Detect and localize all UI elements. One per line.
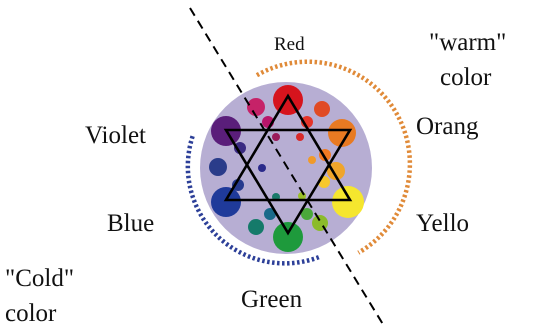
label-red: Red [274, 35, 305, 54]
label-violet: Violet [85, 123, 146, 148]
color-dot [273, 222, 303, 252]
color-dot [272, 133, 280, 141]
color-dot [332, 186, 364, 218]
label-yellow: Yello [416, 211, 469, 236]
warm-color-label-line2: color [440, 65, 491, 90]
color-dot [296, 133, 304, 141]
color-dot [211, 187, 241, 217]
color-dot [314, 101, 330, 117]
cold-color-label-line2: color [5, 301, 56, 326]
color-dot [248, 219, 264, 235]
color-dot [247, 98, 265, 116]
label-blue: Blue [107, 211, 154, 236]
color-dot [308, 156, 316, 164]
warm-color-label-line1: "warm" [429, 30, 506, 55]
color-dot [273, 85, 303, 115]
cold-color-label-line1: "Cold" [5, 266, 74, 291]
label-green: Green [241, 287, 302, 312]
label-orange: Orang [416, 114, 478, 139]
color-dot [209, 158, 227, 176]
color-dot [258, 164, 266, 172]
